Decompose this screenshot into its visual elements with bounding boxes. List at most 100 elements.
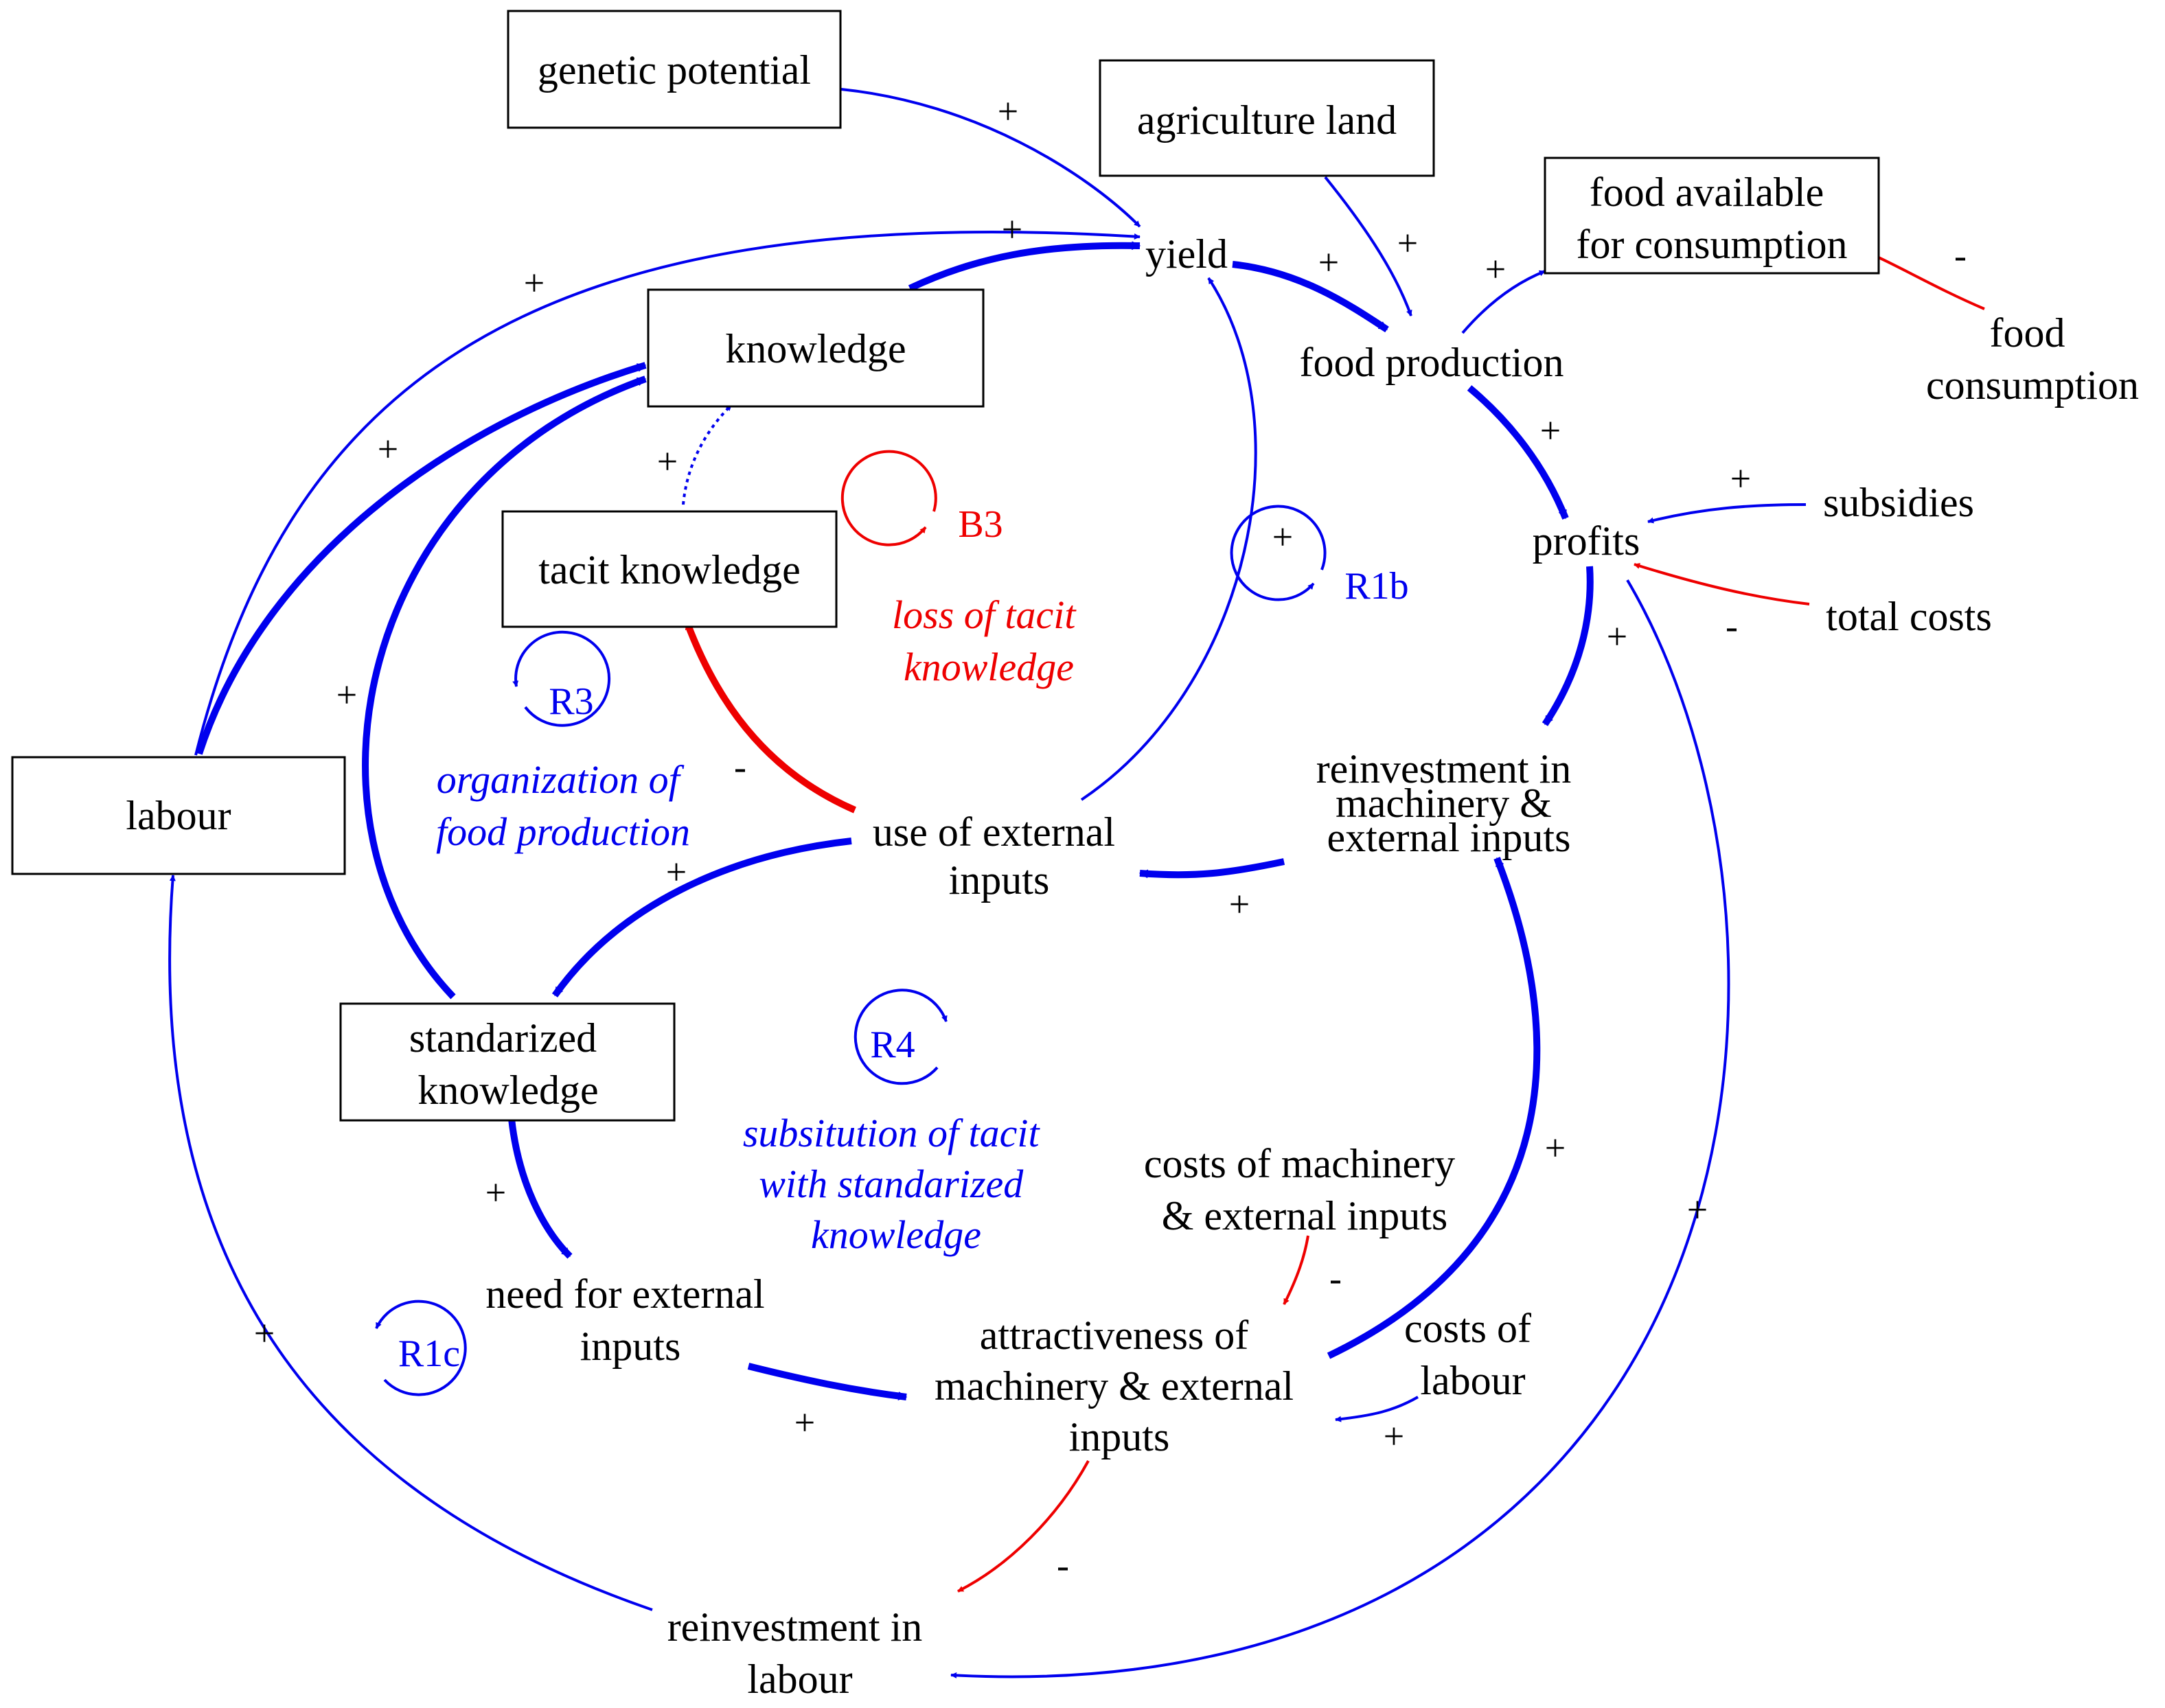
link-costs-machinery-to-attractiveness [1283, 1235, 1309, 1305]
pol-knowledge-to-yield: + [1002, 209, 1022, 250]
pol-consumption-to-food-avail: - [1954, 235, 1967, 276]
loop-name-r4-line-1: subsitution of tacit [743, 1111, 1041, 1155]
link-standardized-knowledge-to-knowledge [362, 376, 647, 1000]
pol-profits-to-reinvest-labour-lower: + [1687, 1189, 1708, 1230]
pol-use-inputs-to-tacit: - [734, 746, 746, 787]
box-genetic-potential [507, 10, 842, 129]
var-attractiveness: attractiveness of machinery & external i… [935, 1313, 1304, 1459]
pol-reinvest-machinery-to-use-inputs: + [1229, 884, 1250, 925]
loop-r1c: R1c [375, 1300, 467, 1396]
loop-r1b: R1b [1230, 505, 1409, 608]
link-tacit-knowledge-to-knowledge [682, 404, 733, 505]
var-food-consumption: food consumption [1926, 310, 2139, 408]
link-reinvestment-machinery-to-use-external-inputs [1138, 858, 1285, 879]
loop-arrow-r4 [854, 989, 948, 1085]
pol-yield-to-food-prod: + [1318, 242, 1339, 283]
loop-r4: R4 [854, 989, 948, 1085]
loop-label-r4: R4 [870, 1024, 915, 1066]
pol-attractiveness-to-reinvest-machinery: + [1545, 1127, 1566, 1168]
var-reinvestment-machinery: reinvestment in machinery & external inp… [1316, 746, 1582, 860]
pol-use-inputs-to-yield: + [1272, 516, 1293, 557]
pol-total-costs-to-profits: - [1726, 605, 1738, 647]
link-genetic-potential-to-yield [840, 88, 1141, 228]
loop-label-r3: R3 [549, 680, 593, 723]
var-costs-machinery: costs of machinery & external inputs [1144, 1141, 1465, 1238]
loop-b3: B3 [840, 450, 1003, 546]
link-total-costs-to-profits [1634, 563, 1810, 605]
loop-arrow-r1b [1230, 505, 1327, 601]
loop-name-r3: organization of food production [436, 757, 690, 854]
link-yield-to-food-production [1232, 261, 1389, 333]
pol-profits-to-reinvest-labour: + [1607, 616, 1627, 657]
pol-labour-to-yield: + [524, 262, 545, 303]
link-profits-to-reinvestment-machinery [1542, 566, 1594, 726]
var-standardized-knowledge: standarized knowledge [409, 1015, 607, 1113]
var-food-available: food available for consumption [1577, 170, 1848, 267]
box-standardized-knowledge [339, 1002, 676, 1122]
var-need-external-inputs: need for external inputs [485, 1271, 775, 1369]
var-costs-labour: costs of labour [1404, 1306, 1542, 1403]
loop-arrow-b3 [840, 450, 937, 546]
var-food-production: food production [1300, 340, 1564, 385]
loop-name-b3: loss of tacit knowledge [892, 592, 1086, 689]
pol-food-prod-to-profits: + [1540, 410, 1561, 451]
var-reinvestment-labour: reinvestment in labour [667, 1604, 933, 1702]
var-tacit-knowledge: tacit knowledge [538, 547, 801, 592]
link-food-production-to-food-available [1461, 270, 1546, 334]
var-use-external-inputs: use of external inputs [873, 809, 1125, 903]
pol-costs-labour-to-attractiveness: + [1384, 1416, 1404, 1457]
box-food-available [1544, 157, 1880, 275]
loop-arrow-r3 [512, 630, 611, 727]
pol-use-inputs-to-standardized: + [666, 851, 687, 892]
link-agriculture-land-to-food-production [1324, 176, 1412, 316]
link-costs-labour-to-attractiveness [1335, 1396, 1419, 1422]
pol-reinvest-labour-to-labour: + [254, 1313, 275, 1354]
loop-name-r4-line-3: knowledge [811, 1212, 981, 1257]
pol-tacit-to-knowledge: + [657, 441, 678, 482]
link-use-external-inputs-to-standardized-knowledge [551, 838, 852, 997]
loop-r3: R3 [512, 630, 611, 727]
loop-label-r1b: R1b [1344, 565, 1408, 608]
var-subsidies: subsidies [1823, 480, 1974, 525]
box-agriculture-land [1099, 59, 1435, 177]
link-knowledge-to-yield [908, 241, 1141, 292]
pol-agri-land-to-food-prod: + [1397, 222, 1418, 264]
loop-name-r3-line-2: food production [436, 809, 690, 854]
link-use-external-inputs-to-yield [1080, 277, 1257, 801]
var-yield: yield [1145, 231, 1228, 277]
link-reinvestment-labour-to-labour [168, 875, 653, 1611]
var-knowledge: knowledge [725, 326, 906, 371]
box-knowledge [647, 288, 985, 408]
link-attractiveness-to-reinvestment-machinery [1327, 857, 1541, 1359]
var-total-costs: total costs [1826, 594, 1992, 639]
box-labour [11, 756, 346, 875]
loop-name-b3-line-2: knowledge [904, 645, 1074, 689]
pol-standardized-to-need: + [485, 1172, 506, 1213]
loop-arrow-r1c [375, 1300, 467, 1396]
link-food-consumption-to-food-available [1870, 253, 1985, 310]
var-genetic-potential: genetic potential [538, 47, 811, 93]
pol-labour-to-knowledge: + [378, 428, 398, 470]
loop-label-r1c: R1c [398, 1332, 460, 1375]
loop-name-r4: subsitution of tacit with standarized kn… [743, 1111, 1049, 1257]
link-labour-to-yield [194, 231, 1141, 756]
link-attractiveness-to-reinvestment-labour [957, 1460, 1090, 1593]
loop-name-r4-line-2: with standarized [759, 1162, 1024, 1206]
link-subsidies-to-profits [1647, 503, 1807, 524]
var-labour: labour [126, 793, 231, 838]
pol-subsidies-to-profits: + [1730, 458, 1751, 499]
pol-need-to-attractiveness: + [794, 1402, 815, 1443]
pol-food-prod-to-food-avail: + [1485, 249, 1506, 290]
loop-name-b3-line-1: loss of tacit [892, 592, 1077, 637]
var-agriculture-land: agriculture land [1137, 97, 1397, 143]
pol-standardized-to-knowledge: + [336, 674, 357, 715]
link-use-external-inputs-to-tacit-knowledge [683, 620, 856, 813]
link-need-external-inputs-to-attractiveness [747, 1363, 908, 1400]
pol-attractiveness-to-reinvest-labour: - [1057, 1545, 1069, 1586]
link-standardized-knowledge-to-need-external-inputs [508, 1118, 573, 1259]
link-food-production-to-profits [1467, 385, 1569, 520]
pol-genetic-to-yield: + [998, 91, 1018, 132]
link-labour-to-knowledge [196, 362, 647, 755]
link-profits-to-reinvestment-labour [950, 579, 1730, 1678]
